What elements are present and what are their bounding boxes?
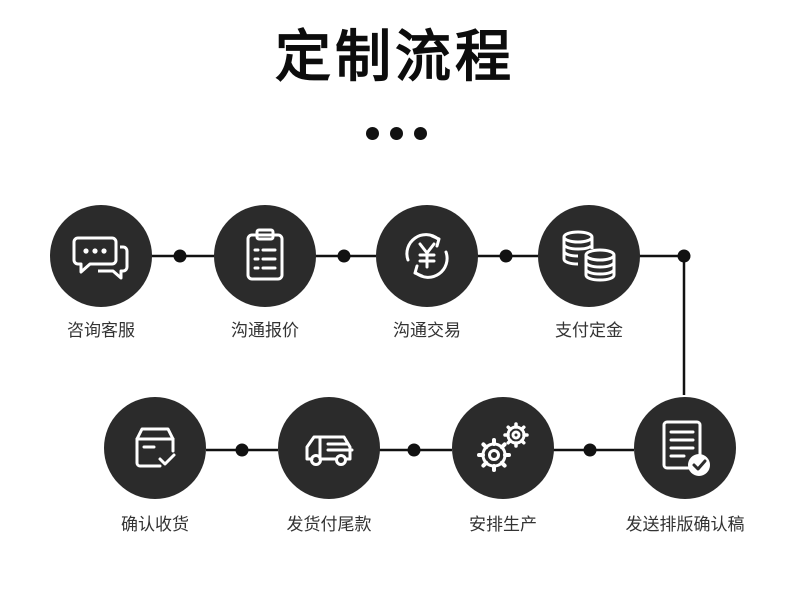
decorative-dots [366,127,428,141]
step-send-proof [634,397,736,499]
step-trade [376,205,478,307]
step-label: 咨询客服 [67,321,135,341]
step-label: 发货付尾款 [286,515,372,535]
step-label: 确认收货 [121,515,189,535]
step-quote [214,205,316,307]
delivery-truck-icon [305,435,354,466]
step-confirm-receipt [104,397,206,499]
chat-bubbles-icon [72,236,129,280]
connector-node [173,249,187,263]
document-check-icon [662,420,710,476]
connector-node [407,443,421,457]
step-production [452,397,554,499]
connector-node [235,443,249,457]
dot [390,127,403,140]
connector-node [499,249,513,263]
clipboard-icon [246,228,284,281]
step-label: 沟通报价 [231,321,299,341]
connector-node [583,443,597,457]
step-label: 安排生产 [469,515,537,535]
connector-node [677,249,691,263]
page-title: 定制流程 [275,25,515,90]
box-check-icon [135,427,176,468]
step-label: 沟通交易 [393,321,461,341]
step-label: 支付定金 [555,321,623,341]
step-label: 发送排版确认稿 [625,515,745,535]
step-ship-final-payment [278,397,380,499]
step-consult-service [50,205,152,307]
dot [366,127,379,140]
dot [414,127,427,140]
coins-icon [562,230,616,282]
gears-icon [477,422,529,472]
step-deposit [538,205,640,307]
connector-node [337,249,351,263]
yen-exchange-icon [405,233,449,279]
